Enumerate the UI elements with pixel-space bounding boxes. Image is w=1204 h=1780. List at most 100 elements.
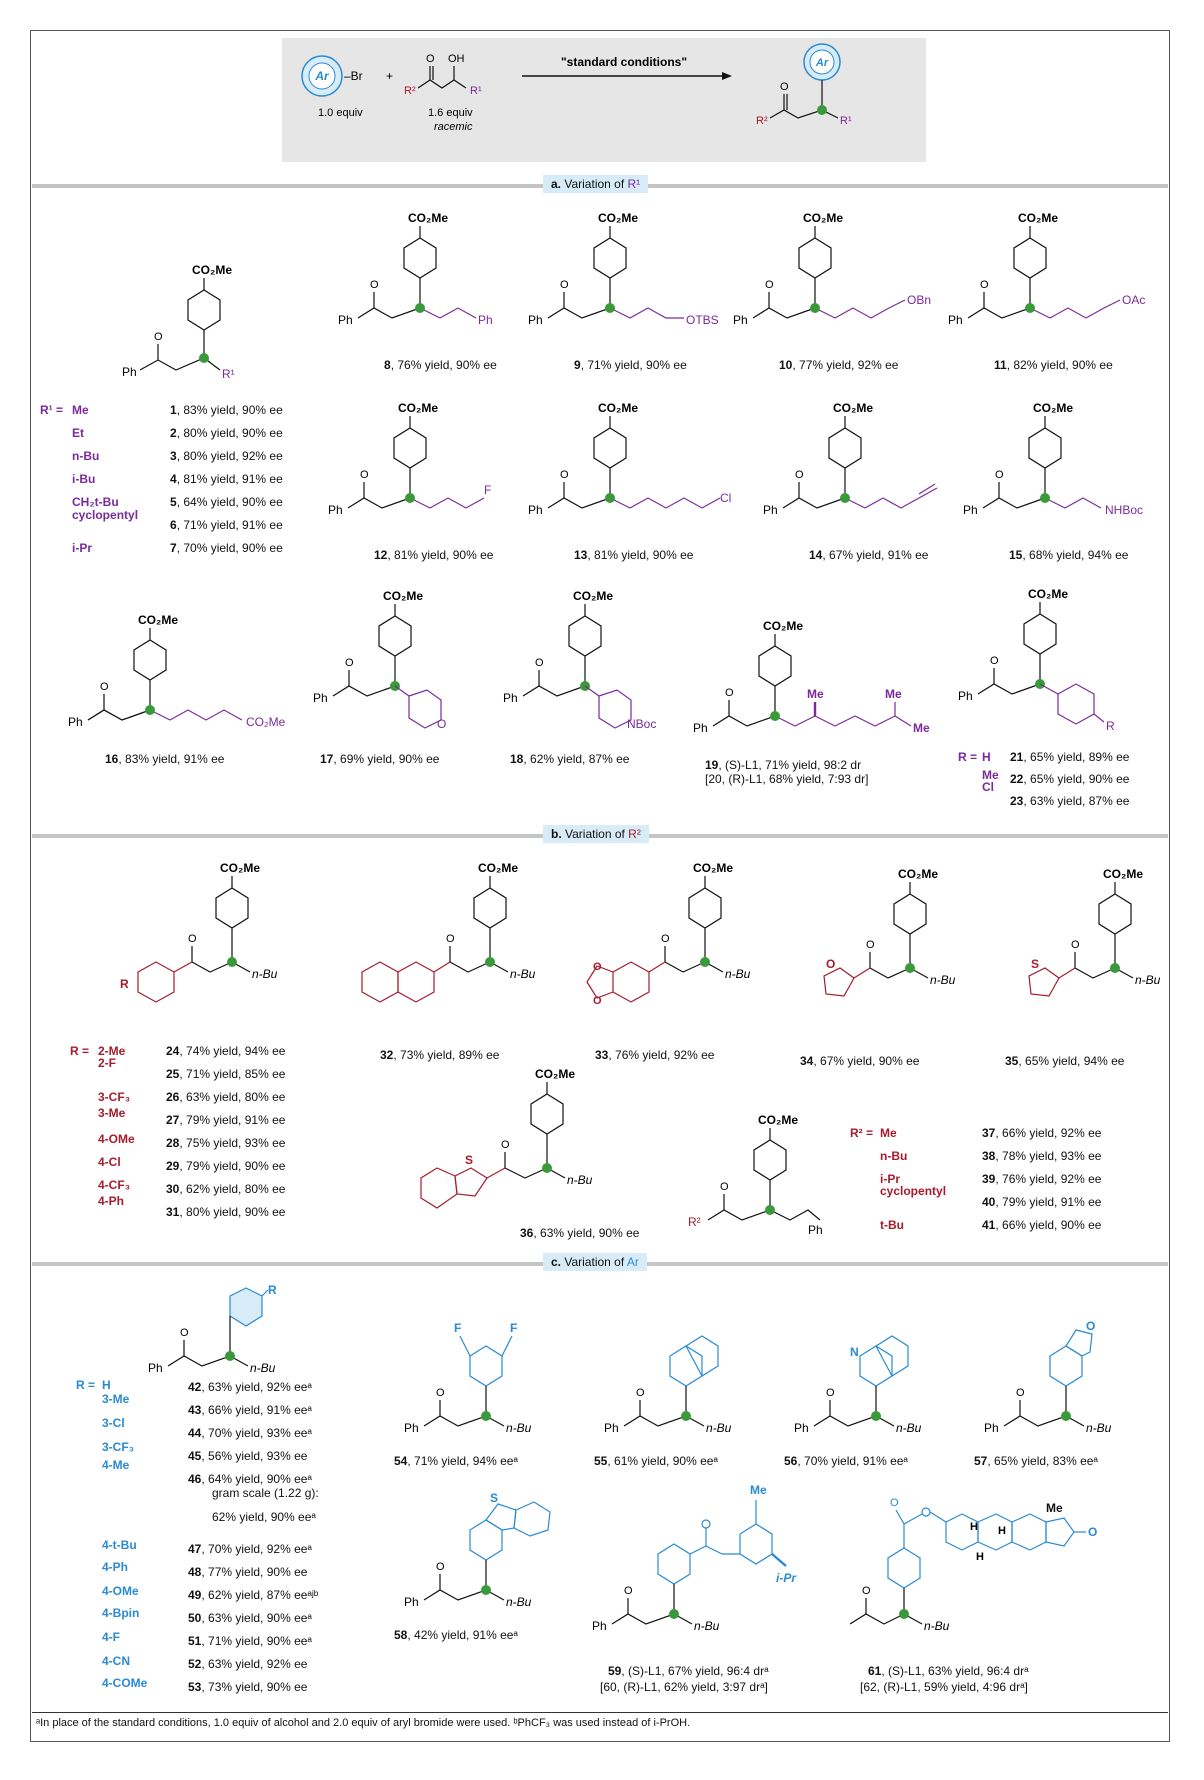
- molecule-37-41: CO₂Me O R² Ph: [688, 1113, 823, 1237]
- caption-60: [60, (R)-L1, 62% yield, 3:97 drᵃ]: [600, 1680, 768, 1694]
- molecule-18: CO₂Me O Ph NBoc: [503, 589, 656, 731]
- svg-text:R: R: [1106, 719, 1115, 733]
- svg-text:CO₂Me: CO₂Me: [1103, 867, 1143, 881]
- svg-text:Ph: Ph: [404, 1595, 419, 1609]
- br-label: –Br: [344, 69, 363, 83]
- svg-text:Ph: Ph: [503, 691, 518, 705]
- svg-text:CO₂Me: CO₂Me: [383, 589, 423, 603]
- svg-text:Ph: Ph: [763, 503, 778, 517]
- molecule-59: Me i-Pr O Ph n-Bu: [592, 1483, 797, 1633]
- caption-34: 34, 67% yield, 90% ee: [800, 1054, 920, 1068]
- svg-text:CO₂Me: CO₂Me: [833, 401, 873, 415]
- svg-text:Ph: Ph: [984, 1421, 999, 1435]
- caption-57: 57, 65% yield, 83% eeᵃ: [974, 1454, 1098, 1468]
- svg-text:O: O: [188, 933, 197, 945]
- caption-9: 9, 71% yield, 90% ee: [574, 358, 687, 372]
- svg-text:O: O: [1016, 1387, 1025, 1399]
- stereocenter-icon: [817, 105, 827, 115]
- svg-text:NHBoc: NHBoc: [1105, 503, 1143, 517]
- equiv-aryl: 1.0 equiv: [318, 107, 363, 119]
- svg-text:O: O: [826, 957, 835, 971]
- svg-text:Ph: Ph: [528, 503, 543, 517]
- reaction-svg: Ar –Br 1.0 equiv + O OH R² R¹ 1.6 equiv …: [301, 43, 852, 133]
- svg-text:O: O: [437, 717, 446, 731]
- svg-text:O: O: [593, 961, 602, 973]
- svg-text:OTBS: OTBS: [686, 313, 719, 327]
- svg-text:H: H: [976, 1551, 984, 1563]
- caption-56: 56, 70% yield, 91% eeᵃ: [784, 1454, 908, 1468]
- molecule-16: CO₂Me O Ph CO₂Me: [68, 613, 286, 729]
- svg-text:O: O: [720, 1181, 729, 1193]
- molecule-61: O O Me H H H O n-Bu: [850, 1497, 1097, 1633]
- svg-text:H: H: [998, 1525, 1006, 1537]
- svg-text:n-Bu: n-Bu: [250, 1361, 276, 1375]
- caption-10: 10, 77% yield, 92% ee: [779, 358, 899, 372]
- svg-text:O: O: [995, 469, 1004, 481]
- caption-17: 17, 69% yield, 90% ee: [320, 752, 440, 766]
- svg-text:CO₂Me: CO₂Me: [408, 211, 448, 225]
- plus-sign: +: [386, 69, 393, 83]
- svg-text:CO₂Me: CO₂Me: [598, 211, 638, 225]
- svg-text:Me: Me: [913, 721, 930, 735]
- svg-text:n-Bu: n-Bu: [252, 967, 278, 981]
- caption-54: 54, 71% yield, 94% eeᵃ: [394, 1454, 518, 1468]
- r1-label: R¹: [470, 85, 482, 97]
- svg-text:Ph: Ph: [68, 715, 83, 729]
- svg-text:R¹: R¹: [222, 367, 235, 381]
- molecule-c-parent: R O Ph n-Bu: [148, 1284, 277, 1375]
- svg-text:Ph: Ph: [338, 313, 353, 327]
- svg-text:CO₂Me: CO₂Me: [246, 715, 286, 729]
- svg-text:O: O: [370, 279, 379, 291]
- molecule-a-parent: CO₂Me O Ph R¹: [122, 263, 235, 381]
- svg-text:O: O: [624, 1585, 633, 1597]
- molecule-21: CO₂Me O Ph R: [958, 587, 1115, 733]
- caption-58: 58, 42% yield, 91% eeᵃ: [394, 1628, 518, 1642]
- svg-text:F: F: [454, 1321, 461, 1335]
- svg-text:n-Bu: n-Bu: [506, 1421, 532, 1435]
- svg-text:O: O: [765, 279, 774, 291]
- svg-text:O: O: [446, 933, 455, 945]
- svg-text:O: O: [661, 933, 670, 945]
- molecule-19: CO₂Me O Ph Me Me Me: [693, 619, 930, 735]
- ketone-o: O: [426, 53, 435, 65]
- svg-text:O: O: [990, 655, 999, 667]
- svg-text:Ph: Ph: [794, 1421, 809, 1435]
- svg-text:Ph: Ph: [958, 689, 973, 703]
- svg-text:Ph: Ph: [404, 1421, 419, 1435]
- svg-text:O: O: [1071, 939, 1080, 951]
- svg-text:O: O: [1086, 1319, 1095, 1333]
- svg-text:O: O: [725, 687, 734, 699]
- svg-text:CO₂Me: CO₂Me: [1018, 211, 1058, 225]
- svg-text:F: F: [510, 1321, 517, 1335]
- caption-14: 14, 67% yield, 91% ee: [809, 548, 929, 562]
- svg-text:CO₂Me: CO₂Me: [898, 867, 938, 881]
- svg-text:Ph: Ph: [592, 1619, 607, 1633]
- svg-text:O: O: [180, 1327, 189, 1339]
- svg-text:Ph: Ph: [528, 313, 543, 327]
- svg-text:O: O: [866, 939, 875, 951]
- svg-text:n-Bu: n-Bu: [510, 967, 536, 981]
- svg-text:n-Bu: n-Bu: [1135, 973, 1161, 987]
- aryl-ring-inner: [308, 62, 336, 90]
- section-a-tag: a. Variation of R¹: [543, 175, 649, 193]
- svg-text:R: R: [120, 977, 129, 991]
- svg-text:Me: Me: [750, 1483, 767, 1497]
- svg-text:Ph: Ph: [808, 1223, 823, 1237]
- molecule-17: CO₂Me O Ph O: [313, 589, 446, 731]
- svg-text:CO₂Me: CO₂Me: [398, 401, 438, 415]
- svg-text:O: O: [154, 331, 163, 343]
- product-chain: [769, 109, 839, 119]
- svg-text:Me: Me: [1046, 1501, 1063, 1515]
- caption-20: [20, (R)-L1, 68% yield, 7:93 dr]: [705, 772, 869, 786]
- caption-32: 32, 73% yield, 89% ee: [380, 1048, 500, 1062]
- svg-text:CO₂Me: CO₂Me: [1028, 587, 1068, 601]
- svg-text:Ph: Ph: [328, 503, 343, 517]
- svg-text:O: O: [795, 469, 804, 481]
- section-b-tag: b. Variation of R²: [543, 825, 649, 843]
